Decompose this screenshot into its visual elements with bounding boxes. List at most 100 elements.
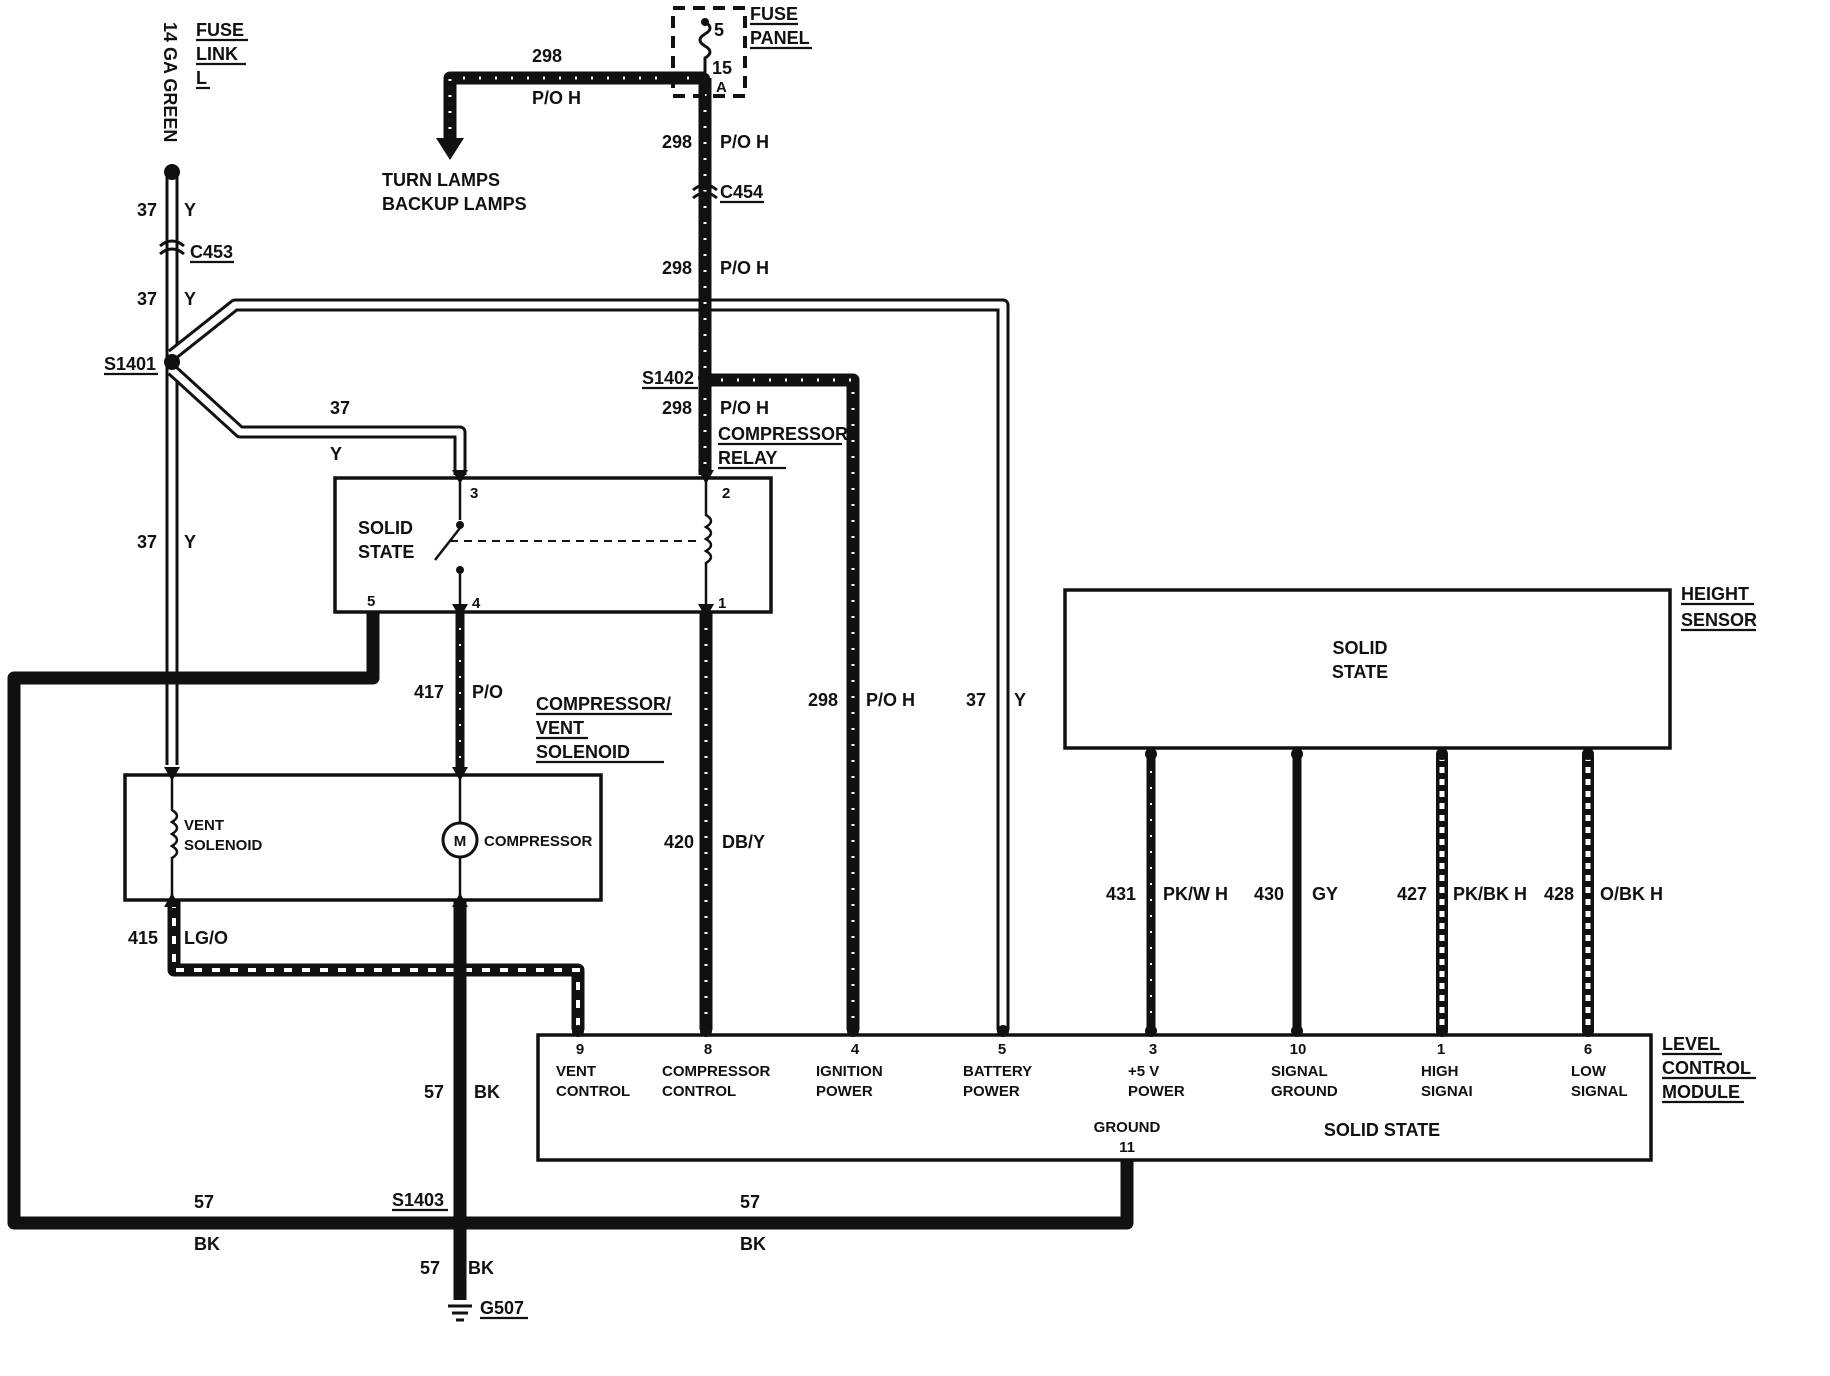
label-poh-c: P/O H <box>720 398 769 418</box>
module-pin-line2: CONTROL <box>556 1083 630 1100</box>
label-y-c: Y <box>330 444 342 464</box>
label-pkbkh: PK/BK H <box>1453 884 1527 904</box>
solenoid-label-1: COMPRESSOR/ <box>536 694 671 714</box>
module-pin: 5 BATTERY POWER <box>963 1041 1032 1100</box>
label-57-a: 57 <box>424 1082 444 1102</box>
fuse-link-title-2: LINK <box>196 44 238 64</box>
wire-57-bk <box>7 612 1134 1300</box>
ground-g507: G507 <box>480 1298 524 1318</box>
splice-s1403: S1403 <box>392 1190 444 1210</box>
label-pkwh: PK/W H <box>1163 884 1228 904</box>
wire-298-poh <box>443 71 860 1030</box>
fuse-link-gauge: 14 GA GREEN <box>160 22 180 142</box>
label-poh-b: P/O H <box>720 258 769 278</box>
relay-pin-2: 2 <box>722 485 730 502</box>
label-poh-a: P/O H <box>720 132 769 152</box>
module-pin-num: 1 <box>1437 1041 1445 1058</box>
label-57-c: 57 <box>740 1192 760 1212</box>
wire-37-y <box>165 172 1010 1030</box>
height-sensor-body-2: STATE <box>1332 662 1388 682</box>
label-420: 420 <box>664 832 694 852</box>
splice-s1401: S1401 <box>104 354 156 374</box>
module-pin: 8 COMPRESSOR CONTROL <box>662 1041 771 1100</box>
connector-marks <box>159 183 718 256</box>
module-ground-pin: 11 <box>1119 1139 1135 1156</box>
module-pin-line1: VENT <box>556 1063 596 1080</box>
turn-dest-2: BACKUP LAMPS <box>382 194 527 214</box>
module-pin-line1: COMPRESSOR <box>662 1063 771 1080</box>
compressor-label: COMPRESSOR <box>484 833 593 850</box>
height-sensor-body-1: SOLID <box>1332 638 1387 658</box>
module-pin-line2: POWER <box>1128 1083 1185 1100</box>
label-37-a: 37 <box>137 200 157 220</box>
module-pin-line1: BATTERY <box>963 1063 1032 1080</box>
fuse-panel-title-2: PANEL <box>750 28 810 48</box>
fuse-pin: 5 <box>714 20 724 40</box>
relay-label-2: RELAY <box>718 448 777 468</box>
module-pin: 1 HIGH SIGNAI <box>1421 1041 1473 1100</box>
fuse-rating-unit: A <box>716 79 727 96</box>
connector-c454: C454 <box>720 182 763 202</box>
fuse-link-title-1: FUSE <box>196 20 244 40</box>
module-pin-line2: POWER <box>963 1083 1020 1100</box>
splice-dots <box>164 164 712 1230</box>
label-37-d: 37 <box>137 532 157 552</box>
module-label-1: LEVEL <box>1662 1034 1720 1054</box>
label-37-c: 37 <box>330 398 350 418</box>
label-bk-c: BK <box>740 1234 766 1254</box>
relay-label-1: COMPRESSOR <box>718 424 848 444</box>
module-pin-line2: CONTROL <box>662 1083 736 1100</box>
label-298-a: 298 <box>662 132 692 152</box>
compressor-relay-box <box>333 476 773 614</box>
turn-lamps-arrow <box>436 138 464 160</box>
module-pin-line1: HIGH <box>1421 1063 1459 1080</box>
label-bk-d: BK <box>468 1258 494 1278</box>
relay-pin-5: 5 <box>367 593 375 610</box>
module-pin: 3 +5 V POWER <box>1128 1041 1185 1100</box>
relay-pin-1: 1 <box>718 595 726 612</box>
turn-circuit: 298 <box>532 46 562 66</box>
module-pin: 10 SIGNAL GROUND <box>1271 1041 1338 1100</box>
module-pin-num: 9 <box>576 1041 584 1058</box>
module-pin-line1: SIGNAL <box>1271 1063 1328 1080</box>
label-37-e: 37 <box>966 690 986 710</box>
vent-solenoid-1: VENT <box>184 817 224 834</box>
turn-dest-1: TURN LAMPS <box>382 170 500 190</box>
relay-pin-3: 3 <box>470 485 478 502</box>
label-57-d: 57 <box>420 1258 440 1278</box>
label-57-b: 57 <box>194 1192 214 1212</box>
relay-pin-4: 4 <box>472 595 481 612</box>
label-po: P/O <box>472 682 503 702</box>
solenoid-box <box>123 773 603 902</box>
label-427: 427 <box>1397 884 1427 904</box>
module-pin-line2: POWER <box>816 1083 873 1100</box>
label-y-b: Y <box>184 289 196 309</box>
connector-c453: C453 <box>190 242 233 262</box>
height-sensor-box <box>1063 588 1672 750</box>
relay-body-2: STATE <box>358 542 414 562</box>
module-pin-num: 6 <box>1584 1041 1592 1058</box>
ground-icon <box>448 1304 472 1322</box>
module-pin-line1: LOW <box>1571 1063 1607 1080</box>
label-298-d: 298 <box>808 690 838 710</box>
pin-terminals <box>164 470 1594 1037</box>
module-pin: 6 LOW SIGNAL <box>1571 1041 1628 1100</box>
label-y-a: Y <box>184 200 196 220</box>
solenoid-label-2: VENT <box>536 718 584 738</box>
solenoid-label-3: SOLENOID <box>536 742 630 762</box>
fuse-icon <box>698 20 712 78</box>
wire-415-lgo <box>167 900 585 1030</box>
relay-coil-icon <box>703 478 713 612</box>
module-pin-line1: IGNITION <box>816 1063 883 1080</box>
module-pin-line2: SIGNAL <box>1571 1083 1628 1100</box>
vent-solenoid-coil-icon <box>169 775 179 900</box>
relay-body-1: SOLID <box>358 518 413 538</box>
compressor-motor-icon: M <box>441 821 479 859</box>
label-lgo: LG/O <box>184 928 228 948</box>
turn-color: P/O H <box>532 88 581 108</box>
label-y-e: Y <box>1014 690 1026 710</box>
label-415: 415 <box>128 928 158 948</box>
height-sensor-label-1: HEIGHT <box>1681 584 1749 604</box>
module-pin-num: 10 <box>1290 1041 1307 1058</box>
